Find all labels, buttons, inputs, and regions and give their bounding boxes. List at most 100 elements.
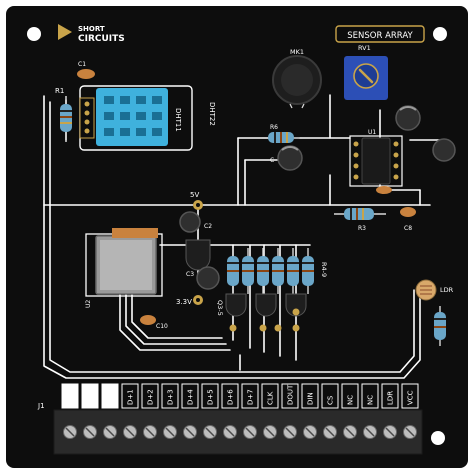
pin-label: D+3: [167, 389, 175, 405]
pin-label-box: [401, 383, 419, 409]
dht-pin: [84, 119, 90, 125]
mounting-holes: [27, 27, 447, 445]
test-pad-hole: [196, 298, 200, 302]
resistor-band: [280, 132, 282, 143]
terminal-screws: [63, 425, 417, 439]
dht-vent: [120, 96, 130, 104]
capacitor-right-side: [432, 138, 456, 162]
board-title-box: SENSOR ARRAY: [335, 25, 425, 43]
pad-5v-label: 5V: [190, 191, 199, 199]
dht-vent: [120, 112, 130, 120]
resistor-body: [344, 208, 374, 220]
pin-label-box: [241, 383, 259, 409]
dht-vent: [120, 128, 130, 136]
pin-14: NC: [341, 383, 359, 409]
pad-5v: 5V: [190, 191, 203, 210]
dht-vent: [136, 112, 146, 120]
ic-pin: [393, 163, 399, 169]
microphone-mk1: MK1: [272, 48, 322, 109]
pin-10: CLK: [261, 383, 279, 409]
pin-0: GND: [61, 383, 79, 409]
pin-12: DIN: [301, 383, 319, 409]
pin-15: NC: [361, 383, 379, 409]
pin-label-box: [141, 383, 159, 409]
capacitor-c2: C2: [179, 211, 212, 233]
resistor-band: [60, 116, 72, 118]
pin-1: GND: [81, 383, 99, 409]
resistor-band: [272, 262, 284, 264]
dht-grille: [104, 96, 162, 136]
capacitor-c2-label: C2: [204, 223, 212, 230]
sd-card-label: U2: [85, 300, 92, 308]
pin-label: D+1: [127, 389, 135, 405]
terminal-screw-slot: [165, 427, 175, 437]
capacitor-c3-label: C3: [186, 271, 194, 278]
pin-8: D+6: [221, 383, 239, 409]
capacitor-c1: C1: [77, 61, 95, 79]
ic-socket: [349, 135, 403, 187]
terminal-screw-slot: [345, 427, 355, 437]
pin-label: D+5: [207, 389, 215, 405]
resistor-band: [434, 326, 446, 328]
pin-label: VCC: [407, 390, 415, 405]
pin-6: D+4: [181, 383, 199, 409]
transistor-pads: [229, 308, 300, 332]
transistor-q4: [255, 293, 277, 317]
electrolytic-capacitor: [277, 145, 303, 171]
potentiometer-slot: [358, 68, 374, 84]
resistor-band: [302, 270, 314, 272]
resistor-band: [286, 132, 288, 143]
pin-label: DOUT: [287, 384, 295, 405]
microphone-leads: [289, 103, 305, 109]
capacitor-c-mid-label: C: [270, 157, 274, 164]
resistor-band: [350, 208, 352, 220]
microphone-face: [281, 64, 313, 96]
resistor-band: [274, 132, 276, 143]
electrolytic-capacitor: [179, 211, 201, 233]
pin-label-box: [121, 383, 139, 409]
capacitor-right-top: [395, 105, 421, 131]
resistor-bank-label: R4-9: [320, 262, 328, 277]
pin-label: GND: [87, 389, 95, 405]
pin-label: D+2: [147, 389, 155, 405]
brand-line-1: SHORT: [78, 25, 105, 33]
resistor-band: [257, 270, 269, 272]
potentiometer-rv1: RV1: [344, 44, 388, 100]
sd-card-module: U2: [85, 228, 163, 308]
pin-label: LDR: [387, 391, 395, 405]
ic-pin: [393, 174, 399, 180]
pad: [274, 324, 282, 332]
capacitor-c-mid: C: [270, 145, 303, 171]
brand-logo-mark: [58, 24, 72, 40]
resistor-r4-9-6: [302, 248, 314, 294]
resistor-band: [434, 318, 446, 320]
terminal-screw-slot: [285, 427, 295, 437]
resistor-band: [257, 262, 269, 264]
resistor-band: [287, 262, 299, 264]
pin-label: D+4: [187, 389, 195, 405]
terminal-screw-slot: [105, 427, 115, 437]
pin-label: D+6: [227, 389, 235, 405]
connector-j1-label: J1: [37, 402, 45, 410]
pad-3v3-label: 3.3V: [176, 298, 192, 306]
pad: [229, 324, 237, 332]
dht-vent: [152, 128, 162, 136]
board-title-frame: [335, 25, 425, 43]
pin-label-box: [281, 383, 299, 409]
mounting-hole: [27, 27, 41, 41]
resistor-r1: R1: [55, 87, 72, 142]
pin-11: DOUT: [281, 383, 299, 409]
pin-17: VCC: [401, 383, 419, 409]
capacitor-c8: C8: [400, 207, 416, 232]
pin-label: NC: [347, 395, 355, 405]
ic-u1-label: U1: [368, 129, 376, 136]
pin-label: NC: [367, 395, 375, 405]
dht-pin: [84, 101, 90, 107]
dht-vent: [104, 112, 114, 120]
resistor-r6-label: R6: [270, 124, 278, 131]
ic-pin: [393, 141, 399, 147]
brand-logo: SHORT CIRCUITS: [58, 24, 125, 44]
electrolytic-capacitor: [196, 266, 220, 290]
dht-vent: [136, 96, 146, 104]
dht-vent: [152, 96, 162, 104]
